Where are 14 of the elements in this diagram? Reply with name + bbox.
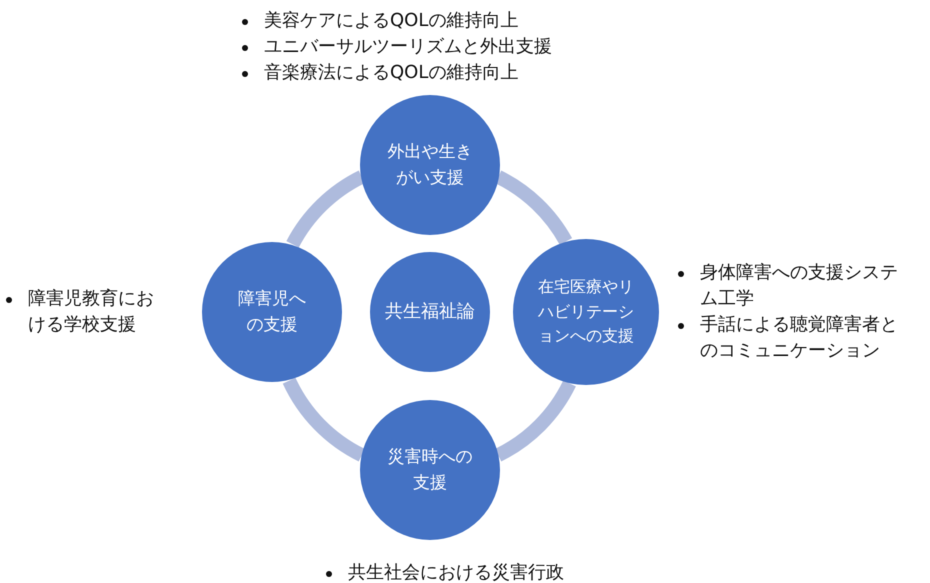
bullet-item: 身体障害への支援システム工学	[674, 260, 910, 312]
bullet-item: 音楽療法によるQOLの維持向上	[238, 60, 638, 86]
bullet-item: ユニバーサルツーリズムと外出支援	[238, 34, 638, 60]
bullet-item: 障害児教育における学校支援	[2, 286, 162, 338]
node-label: 災害時への支援	[386, 446, 474, 495]
bullet-item: 共生社会における災害行政	[322, 560, 642, 583]
node-label: 共生福祉論	[385, 300, 475, 324]
node-label: 在宅医療やリハビリテーションへの支援	[537, 276, 635, 348]
bullet-item: 手話による聴覚障害者とのコミュニケーション	[674, 312, 910, 364]
node-label: 外出や生きがい支援	[386, 140, 474, 190]
ring-arc	[282, 377, 366, 462]
node-label: 障害児への支援	[237, 288, 307, 337]
ring-arc	[494, 380, 576, 462]
bullet-item: 美容ケアによるQOLの維持向上	[238, 8, 638, 34]
